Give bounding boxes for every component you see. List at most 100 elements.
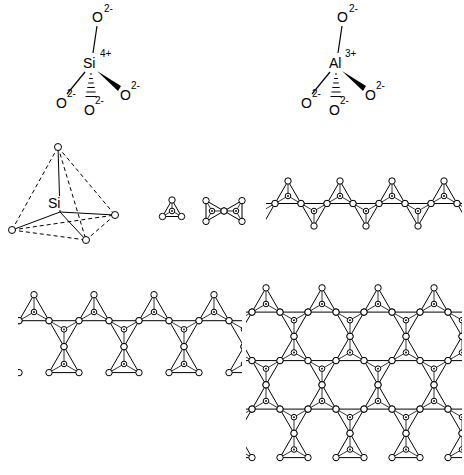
- oxygen-atom: [459, 333, 462, 339]
- oxygen-atom: [203, 218, 209, 224]
- oxygen-atom: [277, 406, 283, 412]
- oxygen-atom: [417, 357, 423, 363]
- oxygen-atom: [291, 333, 297, 339]
- silicon-dot: [293, 449, 295, 451]
- oxygen-atom: [324, 200, 330, 206]
- double-tetrahedron: [203, 197, 245, 224]
- oxygen-atom: [375, 382, 381, 388]
- oxygen-atom: [112, 212, 119, 219]
- hashed-wedge: [331, 96, 342, 97]
- atom-symbol: O: [301, 96, 312, 110]
- oxygen-atom: [241, 343, 242, 349]
- oxygen-atom: [389, 309, 395, 315]
- silicon-atom: [375, 398, 381, 404]
- oxygen-atom: [239, 218, 245, 224]
- oxygen-atom: [445, 357, 451, 363]
- oxygen-atom: [166, 317, 172, 323]
- tetrahedron-face: [229, 321, 242, 347]
- tetrahedron-face: [49, 321, 79, 347]
- silicon-dot: [349, 352, 351, 354]
- oxygen-atom: [337, 178, 343, 184]
- silicon-atom: [403, 350, 409, 356]
- atom-symbol: O: [337, 10, 348, 24]
- oxygen-atom: [46, 317, 52, 323]
- silicon-dot: [405, 352, 407, 354]
- silicon-atom: [211, 309, 217, 315]
- silicon-dot: [33, 311, 35, 313]
- oxygen-atom: [459, 333, 462, 339]
- silicon-atom: [263, 301, 269, 307]
- silicon-atom: [291, 350, 297, 356]
- silicon-atom: [285, 193, 291, 199]
- silicon-atom: [291, 317, 297, 323]
- tetrahedron-edge: [12, 230, 86, 240]
- atom-symbol: Si: [47, 196, 61, 210]
- oxygen-atom: [333, 454, 339, 460]
- oxygen-atom: [136, 369, 142, 375]
- oxygen-atom: [431, 382, 437, 388]
- oxygen-atom: [211, 291, 217, 297]
- oxygen-atom: [249, 406, 255, 412]
- oxygen-atom: [46, 317, 52, 323]
- tetrahedron-face: [448, 433, 462, 457]
- oxygen-atom: [277, 309, 283, 315]
- hashed-wedge: [333, 83, 339, 84]
- charge: 2-: [376, 81, 385, 91]
- silicon-atom: [263, 366, 269, 372]
- charge: 2-: [95, 96, 104, 106]
- silicon-dot: [377, 400, 379, 402]
- tetrahedron-edge: [86, 215, 115, 240]
- oxygen-atom: [319, 382, 325, 388]
- tetrahedron-face: [18, 321, 19, 347]
- silicon-atom: [389, 193, 395, 199]
- hashed-wedge: [86, 96, 97, 97]
- charge: 2-: [104, 4, 113, 14]
- charge: 4+: [100, 49, 111, 59]
- silicon-dot: [211, 210, 213, 212]
- oxygen-atom: [249, 309, 255, 315]
- oxygen-atom: [263, 382, 269, 388]
- oxygen-atom: [226, 317, 232, 323]
- oxygen-atom: [431, 382, 437, 388]
- oxygen-atom: [249, 406, 255, 412]
- tetrahedron-face: [448, 409, 462, 433]
- silicon-atom: [403, 317, 409, 323]
- oxygen-atom: [428, 200, 434, 206]
- oxygen-atom: [239, 197, 245, 203]
- atom-symbol: Al: [329, 56, 341, 70]
- silicon-atom: [241, 327, 242, 333]
- oxygen-atom: [106, 317, 112, 323]
- silicon-atom: [31, 309, 37, 315]
- tetrahedron-face: [246, 433, 252, 457]
- oxygen-atom: [277, 357, 283, 363]
- tetrahedron-face: [109, 347, 139, 373]
- oxygen-atom: [417, 309, 423, 315]
- hashed-wedge: [86, 92, 95, 93]
- silicon-dot: [63, 363, 65, 365]
- charge: 2-: [312, 89, 321, 99]
- silicon-dot: [391, 195, 393, 197]
- oxygen-atom: [445, 406, 451, 412]
- oxygen-atom: [305, 309, 311, 315]
- oxygen-atom: [196, 369, 202, 375]
- oxygen-atom: [428, 200, 434, 206]
- oxygen-atom: [106, 369, 112, 375]
- silicon-atom: [459, 350, 462, 356]
- oxygen-atom: [249, 357, 255, 363]
- silicon-atom: [347, 447, 353, 453]
- solid-wedge: [342, 71, 366, 91]
- silicon-atom: [263, 398, 269, 404]
- oxygen-atom: [181, 343, 187, 349]
- oxygen-atom: [311, 223, 317, 229]
- silicon-atom: [181, 327, 187, 333]
- silicon-atom: [61, 327, 67, 333]
- silicon-atom: [415, 208, 421, 214]
- silicon-atom: [311, 208, 317, 214]
- oxygen-atom: [333, 357, 339, 363]
- silicon-dot: [443, 195, 445, 197]
- silicon-atom: [363, 208, 369, 214]
- bond-line: [93, 26, 97, 53]
- silicon-dot: [171, 210, 173, 212]
- oxygen-atom: [91, 291, 97, 297]
- silicon-dot: [213, 311, 215, 313]
